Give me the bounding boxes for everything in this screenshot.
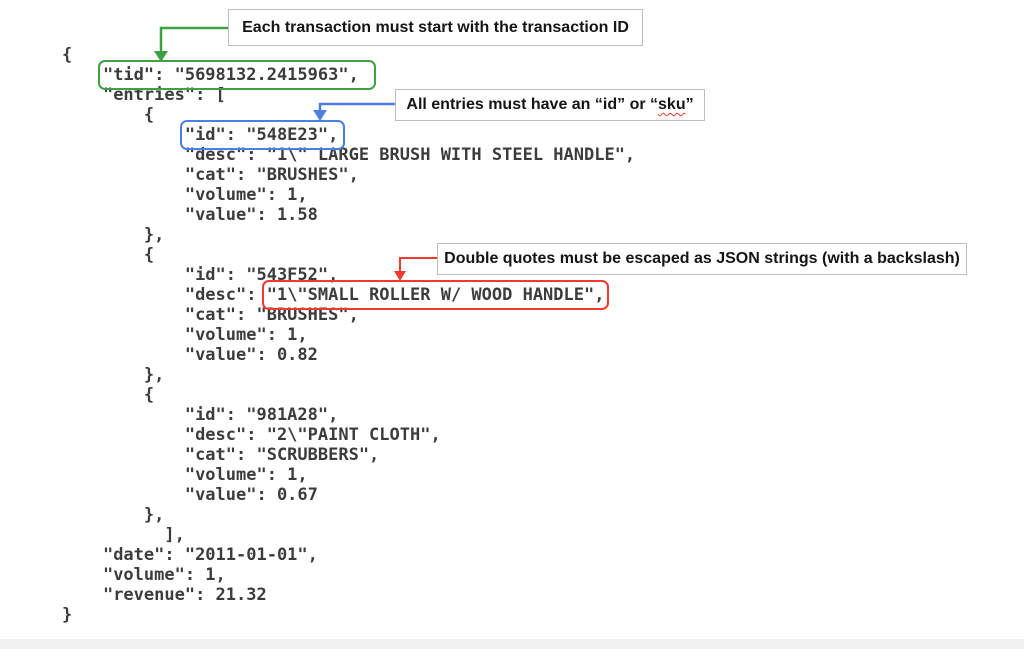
callout-escaped-quotes: Double quotes must be escaped as JSON st…	[437, 243, 967, 275]
bottom-edge-band	[0, 639, 1024, 649]
code-line: "value": 0.82	[184, 345, 318, 365]
code-line: "entries": [	[102, 85, 226, 105]
code-line: },	[143, 365, 165, 385]
code-line: "cat": "BRUSHES",	[184, 165, 359, 185]
callout-transaction-id: Each transaction must start with the tra…	[228, 9, 643, 46]
code-line: {	[143, 105, 155, 125]
code-line: "desc": "1\"SMALL ROLLER W/ WOOD HANDLE"…	[184, 280, 610, 310]
code-line: "desc": "1\" LARGE BRUSH WITH STEEL HAND…	[184, 145, 636, 165]
callout-id-or-sku-closing-quote: ”	[685, 96, 694, 113]
code-line: ],	[164, 525, 185, 545]
code-line: "volume": 1,	[102, 565, 226, 585]
code-line: "cat": "SCRUBBERS",	[184, 445, 380, 465]
code-line: "id": "548E23",	[62, 120, 635, 150]
callout-escaped-quotes-text: Double quotes must be escaped as JSON st…	[444, 250, 960, 267]
code-line: {	[62, 45, 73, 65]
code-line: "volume": 1,	[184, 465, 308, 485]
code-line: "id": "981A28",	[184, 405, 339, 425]
highlight-box-red: "1\"SMALL ROLLER W/ WOOD HANDLE",	[261, 280, 610, 310]
code-line: {	[143, 245, 155, 265]
code-block: { "tid": "5698132.2415963", "entries": […	[62, 45, 635, 625]
code-line: "volume": 1,	[184, 185, 308, 205]
code-line: "volume": 1,	[184, 325, 308, 345]
code-line: }	[62, 605, 73, 625]
callout-id-or-sku: All entries must have an “id” or “sku”	[395, 89, 705, 121]
highlight-box-green: "tid": "5698132.2415963",	[97, 60, 376, 90]
callout-id-or-sku-text: All entries must have an “id” or “	[406, 96, 659, 113]
code-line: "desc": "2\"PAINT CLOTH",	[184, 425, 441, 445]
code-line: "cat": "BRUSHES",	[184, 305, 359, 325]
misspelled-word-sku: sku	[658, 96, 686, 113]
code-line: {	[143, 385, 155, 405]
code-line: "value": 0.67	[184, 485, 318, 505]
code-line: "value": 1.58	[184, 205, 318, 225]
code-line: "date": "2011-01-01",	[102, 545, 318, 565]
code-line: },	[143, 505, 165, 525]
code-line: "id": "543F52",	[184, 265, 339, 285]
code-line: "revenue": 21.32	[102, 585, 267, 605]
code-line: },	[143, 225, 165, 245]
callout-transaction-id-text: Each transaction must start with the tra…	[242, 18, 629, 36]
highlight-box-blue: "id": "548E23",	[179, 120, 346, 150]
code-line: "tid": "5698132.2415963",	[62, 60, 635, 90]
